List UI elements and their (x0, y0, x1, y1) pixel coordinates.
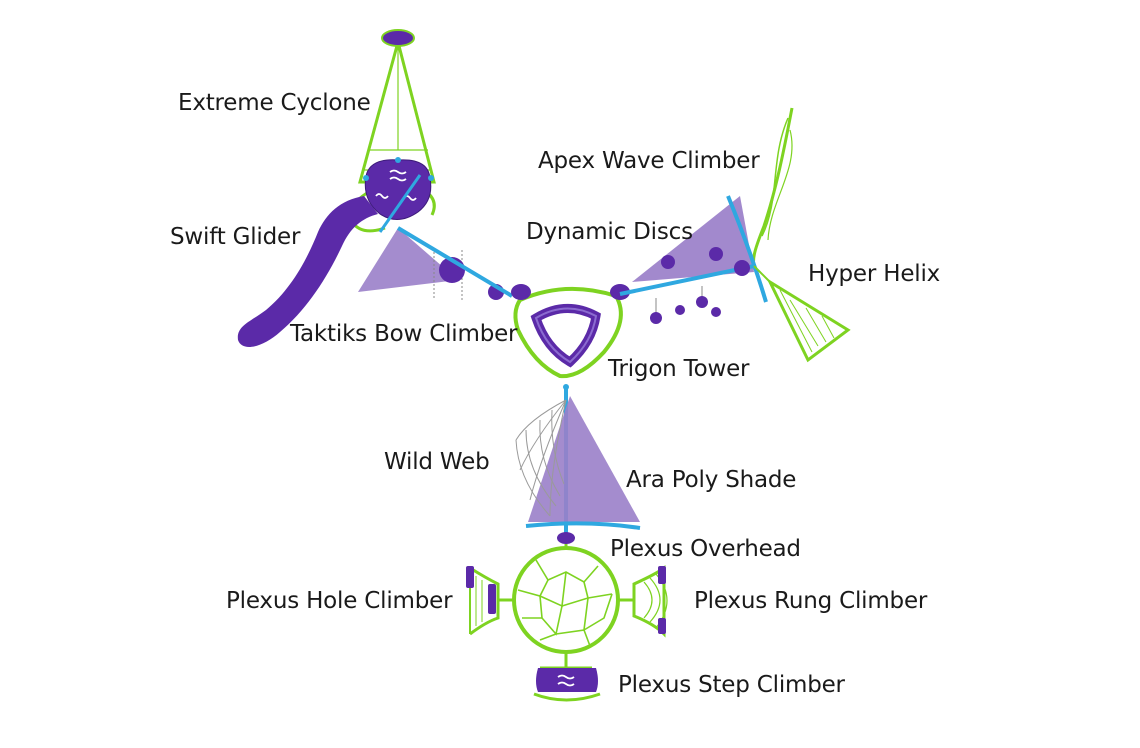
extreme-cyclone-structure (349, 29, 436, 233)
plexus-hole-climber (466, 566, 514, 636)
label-plexus-overhead: Plexus Overhead (610, 536, 801, 562)
label-taktiks-bow-climber: Taktiks Bow Climber (290, 321, 518, 347)
label-wild-web: Wild Web (384, 449, 490, 475)
label-hyper-helix: Hyper Helix (808, 261, 941, 287)
label-plexus-rung-climber: Plexus Rung Climber (694, 588, 928, 614)
plexus-rung-climber (618, 565, 668, 638)
hyper-helix (753, 265, 851, 363)
dynamic-discs (619, 196, 755, 324)
label-trigon-tower: Trigon Tower (608, 356, 750, 382)
label-plexus-step-climber: Plexus Step Climber (618, 672, 845, 698)
apex-wave-climber (726, 107, 794, 303)
beam-left (396, 226, 514, 298)
plexus-overhead-connector (557, 532, 575, 544)
wild-web (515, 399, 567, 517)
label-apex-wave-climber: Apex Wave Climber (538, 148, 760, 174)
label-dynamic-discs: Dynamic Discs (526, 219, 693, 245)
label-plexus-hole-climber: Plexus Hole Climber (226, 588, 453, 614)
label-swift-glider: Swift Glider (170, 224, 301, 250)
plexus-overhead (512, 544, 620, 654)
taktiks-bow-climber (358, 228, 504, 300)
plexus-step-climber (533, 652, 601, 702)
swift-glider-slide (237, 196, 378, 347)
ara-poly-shade (525, 396, 641, 530)
label-ara-poly-shade: Ara Poly Shade (626, 467, 797, 493)
wave-symbol-icon (557, 674, 575, 687)
post (378, 174, 422, 233)
label-extreme-cyclone: Extreme Cyclone (178, 90, 371, 116)
